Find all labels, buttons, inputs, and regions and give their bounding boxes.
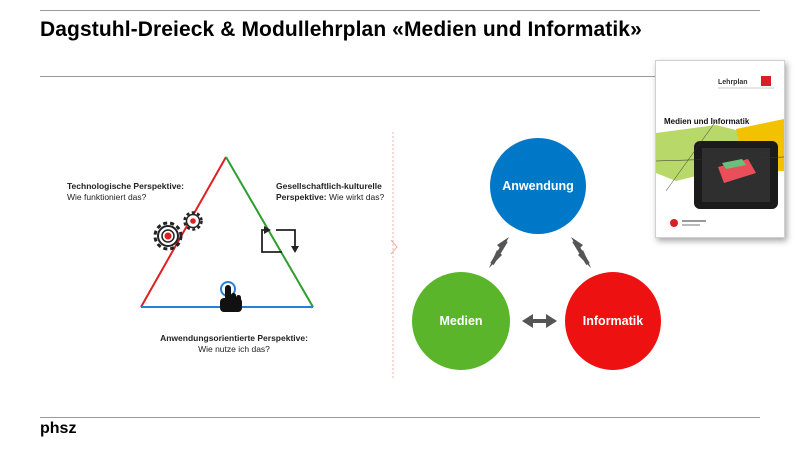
- module-informatik: Informatik: [565, 272, 661, 370]
- header-divider: [40, 76, 760, 77]
- medien-label: Medien: [439, 314, 483, 328]
- footer-brand: phsz: [40, 420, 77, 437]
- cycle-icon: [261, 226, 299, 253]
- technological-perspective-label: Technologische Perspektive: Wie funktion…: [67, 181, 184, 202]
- triangle-edge-technological: [140, 156, 227, 308]
- triangle-edge-social: [225, 156, 314, 308]
- application-perspective-label: Anwendungsorientierte Perspektive: Wie n…: [160, 333, 308, 354]
- arrow-anwendung-informatik: [571, 237, 591, 268]
- cover-title: Medien und Informatik: [664, 117, 750, 126]
- arrow-anwendung-medien: [489, 237, 509, 268]
- page-title: Dagstuhl-Dreieck & Modullehrplan «Medien…: [40, 18, 642, 41]
- anwendung-label: Anwendung: [502, 179, 574, 193]
- hand-pointer-icon: [220, 281, 242, 312]
- arrow-medien-informatik: [522, 314, 557, 328]
- social-perspective-label: Gesellschaftlich-kulturelle Perspektive:…: [276, 181, 385, 202]
- cover-logo-text: Lehrplan: [718, 79, 748, 86]
- footer-divider: [40, 417, 760, 418]
- lehrplan-cover-image: Lehrplan Medien und Informatik: [655, 60, 785, 238]
- module-medien: Medien: [412, 272, 510, 370]
- top-divider: [40, 10, 760, 11]
- module-anwendung: Anwendung: [490, 138, 586, 234]
- gears-icon: [153, 211, 203, 251]
- informatik-label: Informatik: [582, 314, 644, 328]
